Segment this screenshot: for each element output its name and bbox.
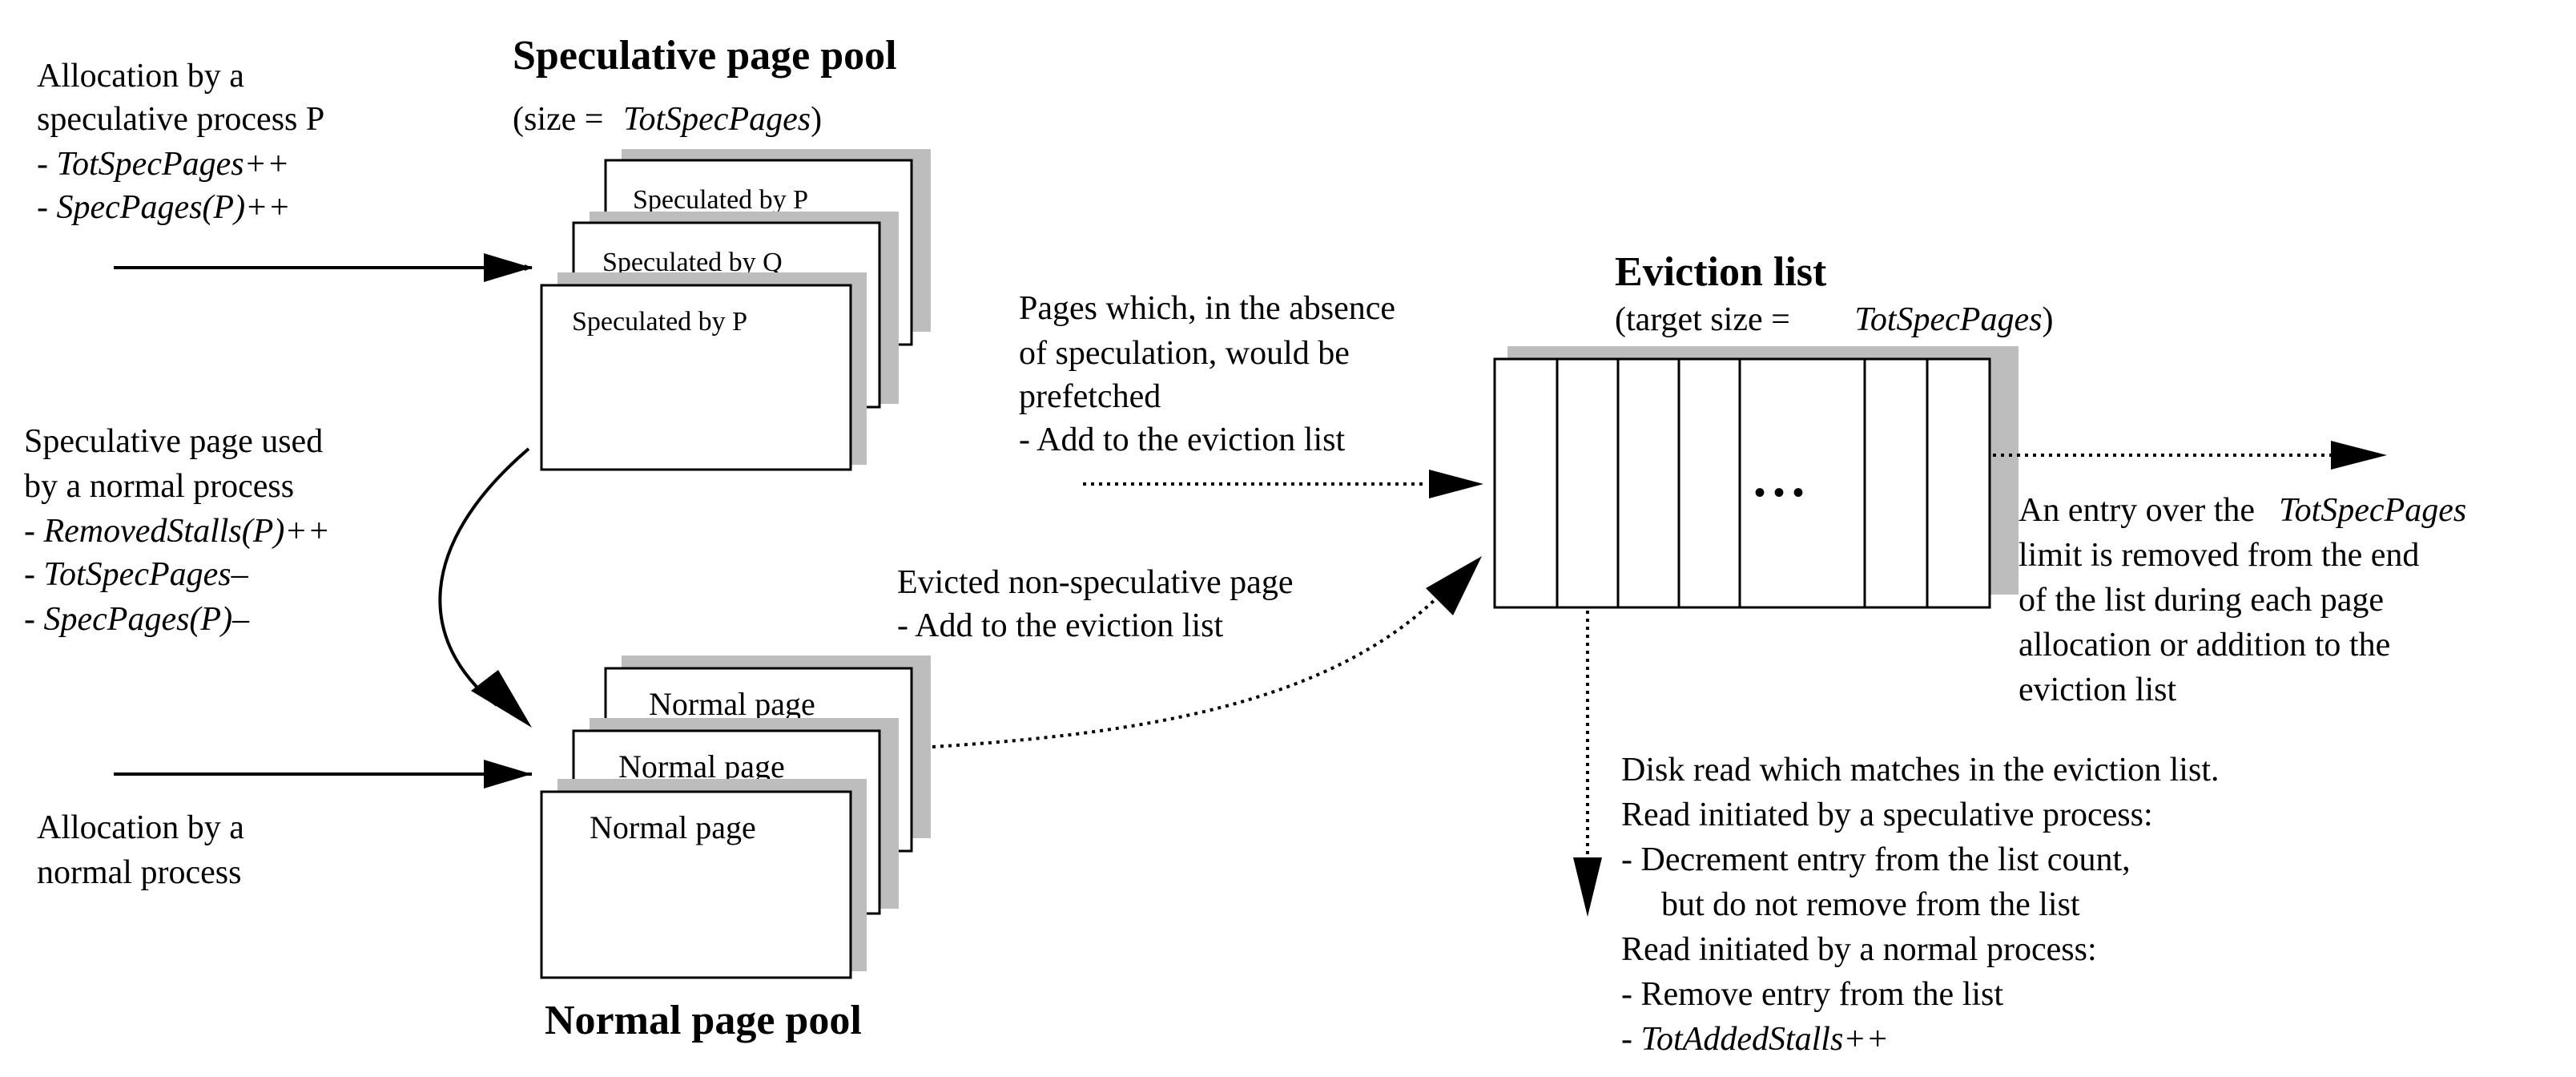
spec-alloc-label: Allocation by a speculative process P - … [37,58,324,226]
eviction-list-target: (target size = TotSpecPages) [1615,301,2053,338]
svg-text:Read initiated by a normal pro: Read initiated by a normal process: [1621,931,2097,968]
svg-text:prefetched: prefetched [1019,378,1161,415]
svg-text:but do not remove from the lis: but do not remove from the list [1661,886,2080,923]
normal-page-card-label: Normal page [590,809,756,845]
evicted-label: Evicted non-speculative page - Add to th… [897,564,1293,644]
svg-text:eviction list: eviction list [2019,672,2176,708]
spec-used-label: Speculative page used by a normal proces… [24,423,330,638]
svg-text:Speculative page used: Speculative page used [24,423,323,460]
svg-text:- RemovedStalls(P)++: - RemovedStalls(P)++ [24,513,330,550]
prefetch-label: Pages which, in the absence of speculati… [1019,290,1395,458]
disk-read-label: Disk read which matches in the eviction … [1621,752,2219,1058]
svg-text:Allocation by a: Allocation by a [37,809,244,846]
eviction-list-ellipsis: • • • [1754,474,1804,510]
svg-text:- Add to the eviction list: - Add to the eviction list [897,607,1223,644]
svg-text:normal process: normal process [37,854,241,891]
spec-page-stack: Speculated by P Speculated by Q Speculat… [540,149,931,471]
svg-text:- TotSpecPages++: - TotSpecPages++ [37,146,289,183]
spec-page-card-label: Speculated by P [572,307,747,337]
spec-to-normal-arrow [438,447,530,707]
svg-text:of speculation, would be: of speculation, would be [1019,335,1350,372]
normal-page-card-label: Normal page [618,748,785,785]
svg-text:Pages which, in the absence: Pages which, in the absence [1019,290,1395,327]
normal-pool-title: Normal page pool [545,998,862,1043]
svg-text:- SpecPages(P)–: - SpecPages(P)– [24,601,250,638]
spec-pool-size: (size = TotSpecPages) [513,101,822,138]
svg-text:Allocation by a: Allocation by a [37,58,244,95]
svg-text:- TotSpecPages–: - TotSpecPages– [24,556,249,593]
normal-page-stack: Normal page Normal page Normal page [540,655,931,979]
eviction-list-title: Eviction list [1615,249,1827,295]
svg-text:limit is removed from the end: limit is removed from the end [2019,537,2419,574]
svg-text:- Remove entry from the list: - Remove entry from the list [1621,976,2003,1013]
svg-text:- Add to the eviction list: - Add to the eviction list [1019,422,1345,458]
svg-text:- SpecPages(P)++: - SpecPages(P)++ [37,189,291,226]
spec-page-card-label: Speculated by P [633,185,808,215]
svg-text:by a normal process: by a normal process [24,468,294,505]
svg-text:allocation or addition to the: allocation or addition to the [2019,627,2390,664]
spec-pool-title: Speculative page pool [513,33,897,79]
svg-text:speculative process P: speculative process P [37,101,324,138]
svg-text:Read initiated by a speculativ: Read initiated by a speculative process: [1621,797,2153,833]
normal-page-card [540,790,852,979]
svg-text:of the list during each page: of the list during each page [2019,582,2384,619]
evicted-arrow [932,591,1443,748]
spec-page-card-label: Speculated by Q [602,248,783,277]
svg-text:- Decrement entry from the lis: - Decrement entry from the list count, [1621,841,2131,878]
svg-text:Evicted non-speculative page: Evicted non-speculative page [897,564,1293,601]
normal-page-card-label: Normal page [649,686,815,722]
spec-page-card [540,284,852,471]
svg-text:- TotAddedStalls++: - TotAddedStalls++ [1621,1021,1889,1058]
eviction-list-box: • • • [1493,346,2019,609]
svg-text:Disk read which matches in the: Disk read which matches in the eviction … [1621,752,2219,789]
normal-alloc-label: Allocation by a normal process [37,809,244,891]
